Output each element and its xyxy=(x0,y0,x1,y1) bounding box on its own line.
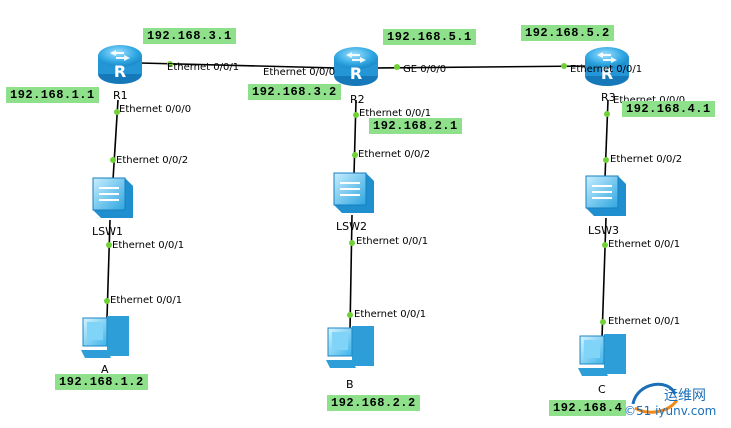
ip-label: 192.168.3.2 xyxy=(248,84,341,100)
svg-text:R: R xyxy=(601,64,613,83)
device-name-r3: R3 xyxy=(601,91,616,104)
port-label: Ethernet 0/0/2 xyxy=(610,154,683,165)
port-dot xyxy=(347,312,353,318)
port-dot xyxy=(349,240,355,246)
device-name-r1: R1 xyxy=(113,89,128,102)
ip-label: 192.168.1.1 xyxy=(6,87,99,103)
port-dot xyxy=(110,157,116,163)
watermark-site: ©51 iyunv.com xyxy=(624,404,717,418)
ip-label: 192.168.5.2 xyxy=(521,25,614,41)
port-label: Ethernet 0/0/1 xyxy=(354,309,427,320)
pc-icon[interactable] xyxy=(81,316,129,358)
port-label: Ethernet 0/0/1 xyxy=(608,239,681,250)
switch-icon[interactable] xyxy=(585,175,626,216)
port-label: Ethernet 0/0/1 xyxy=(608,316,681,327)
device-name-r2: R2 xyxy=(350,93,365,106)
watermark-title: 运维网 xyxy=(664,388,706,404)
ip-label: 192.168.4.1 xyxy=(622,101,715,117)
svg-text:R: R xyxy=(350,64,362,83)
device-name-lsw2: LSW2 xyxy=(336,220,367,233)
port-label: Ethernet 0/0/1 xyxy=(110,295,183,306)
port-label: Ethernet 0/0/1 xyxy=(112,240,185,251)
port-label: Ethernet 0/0/1 xyxy=(359,108,432,119)
port-dot xyxy=(602,242,608,248)
ip-label: 192.168.2.2 xyxy=(327,395,420,411)
ip-label: 192.168.5.1 xyxy=(383,29,476,45)
port-dot xyxy=(603,157,609,163)
switch-icon[interactable] xyxy=(333,172,374,213)
port-dot xyxy=(114,109,120,115)
port-label: GE 0/0/0 xyxy=(403,64,447,75)
port-label: Ethernet 0/0/2 xyxy=(116,155,189,166)
port-dot xyxy=(104,298,110,304)
ip-label: 192.168.1.2 xyxy=(55,374,148,390)
pc-icon[interactable] xyxy=(578,334,626,376)
router-icon[interactable]: R xyxy=(98,45,142,84)
ip-label: 192.168.4 xyxy=(549,400,627,416)
device-name-pc-b: B xyxy=(346,378,354,391)
port-dot xyxy=(106,242,112,248)
port-dot xyxy=(561,63,567,69)
port-label: Ethernet 0/0/1 xyxy=(570,64,643,75)
svg-text:R: R xyxy=(114,62,126,81)
link-lsw2-pcb xyxy=(349,214,353,331)
link-r1-r2 xyxy=(139,62,339,69)
port-label: Ethernet 0/0/1 xyxy=(167,62,240,73)
port-dot xyxy=(394,64,400,70)
link-r2-r3 xyxy=(371,65,591,69)
ip-label: 192.168.3.1 xyxy=(143,28,236,44)
pc-icon[interactable] xyxy=(326,326,374,368)
device-name-lsw3: LSW3 xyxy=(588,224,619,237)
ip-label: 192.168.2.1 xyxy=(369,118,462,134)
link-lsw3-pcc xyxy=(601,217,607,339)
device-name-lsw1: LSW1 xyxy=(92,225,123,238)
watermark-logo-icon xyxy=(631,382,679,414)
device-name-pc-c: C xyxy=(598,383,606,396)
link-r2-lsw2 xyxy=(353,99,357,176)
device-name-pc-a: A xyxy=(101,363,109,376)
port-dot xyxy=(604,111,610,117)
port-dot xyxy=(600,319,606,325)
port-dot xyxy=(353,112,359,118)
port-label: Ethernet 0/0/0 xyxy=(119,104,192,115)
switch-icon[interactable] xyxy=(92,177,133,218)
router-icon[interactable]: R xyxy=(334,47,378,86)
port-label: Ethernet 0/0/0 xyxy=(263,67,336,78)
port-dot xyxy=(167,61,173,67)
port-dot xyxy=(352,152,358,158)
port-label: Ethernet 0/0/2 xyxy=(358,149,431,160)
port-label: Ethernet 0/0/0 xyxy=(613,95,685,106)
router-icon[interactable]: R xyxy=(585,47,629,86)
port-label: Ethernet 0/0/1 xyxy=(356,236,429,247)
